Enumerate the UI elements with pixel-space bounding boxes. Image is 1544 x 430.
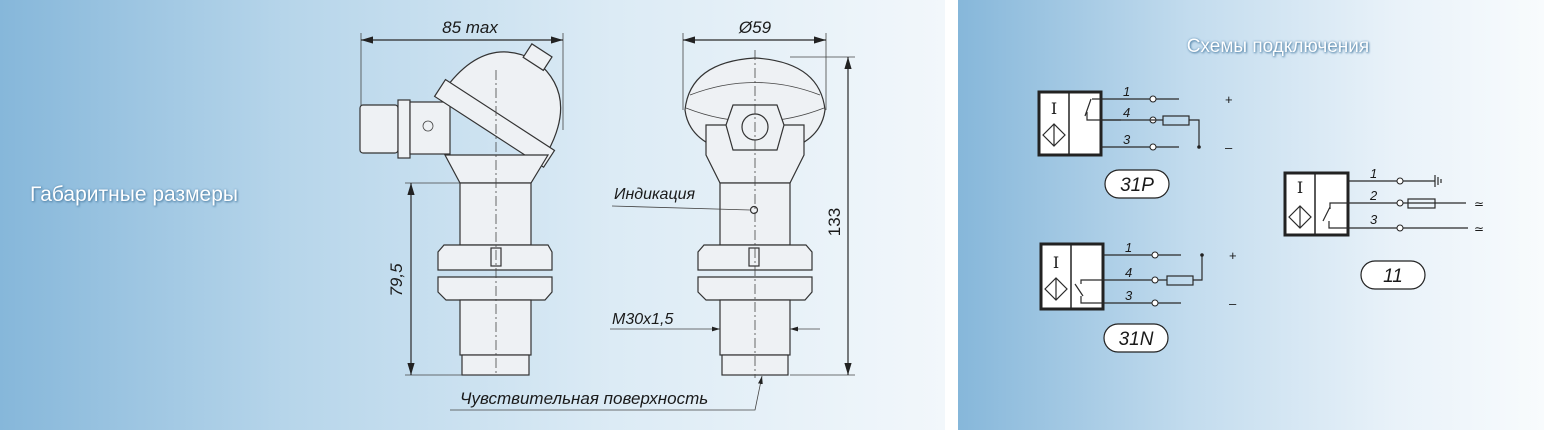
pin-label: 1 — [1123, 84, 1130, 99]
pin-label: 3 — [1125, 288, 1133, 303]
pin-label: 3 — [1123, 132, 1131, 147]
scheme-id: 11 — [1383, 266, 1403, 287]
resistor-icon — [1407, 198, 1436, 209]
ground-icon — [1434, 175, 1442, 187]
scheme-31n: I 1 4 3 + – 31N — [1039, 240, 1237, 353]
total-height-label: 133 — [825, 208, 844, 236]
box-symbol: I — [1053, 253, 1059, 272]
scheme-31p: I 1 4 3 + – 31P — [1037, 84, 1233, 199]
dimensions-title: Габаритные размеры — [30, 183, 238, 206]
resistor-icon — [1162, 115, 1190, 126]
dimension-drawing: 85 max 79,5 — [359, 18, 855, 411]
resistor-icon — [1166, 275, 1194, 286]
body-height-label: 79,5 — [387, 263, 406, 297]
dimensions-panel: Габаритные размеры 85 max — [0, 0, 945, 430]
sensing-surface-label: Чувствительная поверхность — [460, 389, 708, 408]
inductive-sensor-icon — [1044, 277, 1068, 301]
inductive-sensor-icon — [1042, 123, 1066, 147]
box-symbol: I — [1051, 99, 1057, 118]
scheme-id-badge — [1104, 169, 1170, 199]
front-view: Ø59 Индикация M30x1,5 133 Чув — [450, 18, 855, 411]
scheme-id-badge — [1103, 323, 1169, 353]
polarity-sign: + — [1229, 248, 1237, 263]
polarity-sign: + — [1225, 92, 1233, 107]
wiring-panel: Схемы подключения I 1 4 3 + – 31P I — [958, 0, 1544, 430]
scheme-id: 31N — [1119, 329, 1154, 350]
indicator-label: Индикация — [614, 186, 695, 203]
diameter-label: Ø59 — [738, 18, 772, 37]
pin-label: 1 — [1125, 240, 1132, 255]
wiring-diagrams: I 1 4 3 + – 31P I 1 4 — [1037, 84, 1484, 353]
thread-label: M30x1,5 — [612, 311, 673, 328]
polarity-sign: – — [1225, 140, 1233, 155]
side-view: 85 max 79,5 — [359, 18, 564, 376]
pin-label: 4 — [1123, 105, 1130, 120]
polarity-sign: – — [1229, 296, 1237, 311]
indicator-led — [749, 205, 759, 215]
pin-label: 4 — [1125, 265, 1132, 280]
width-label: 85 max — [442, 18, 498, 37]
scheme-id-badge — [1360, 260, 1426, 290]
ac-sign: ≃ — [1474, 222, 1484, 236]
pin-label: 3 — [1370, 212, 1378, 227]
scheme-id: 31P — [1120, 175, 1154, 196]
pin-label: 2 — [1369, 188, 1378, 203]
ac-sign: ≃ — [1474, 197, 1484, 211]
inductive-sensor-icon — [1288, 205, 1312, 229]
pin-label: 1 — [1370, 166, 1377, 181]
scheme-11: I 1 2 3 ≃ ≃ 11 — [1283, 166, 1484, 290]
box-symbol: I — [1297, 178, 1303, 197]
wiring-title: Схемы подключения — [1186, 36, 1370, 57]
